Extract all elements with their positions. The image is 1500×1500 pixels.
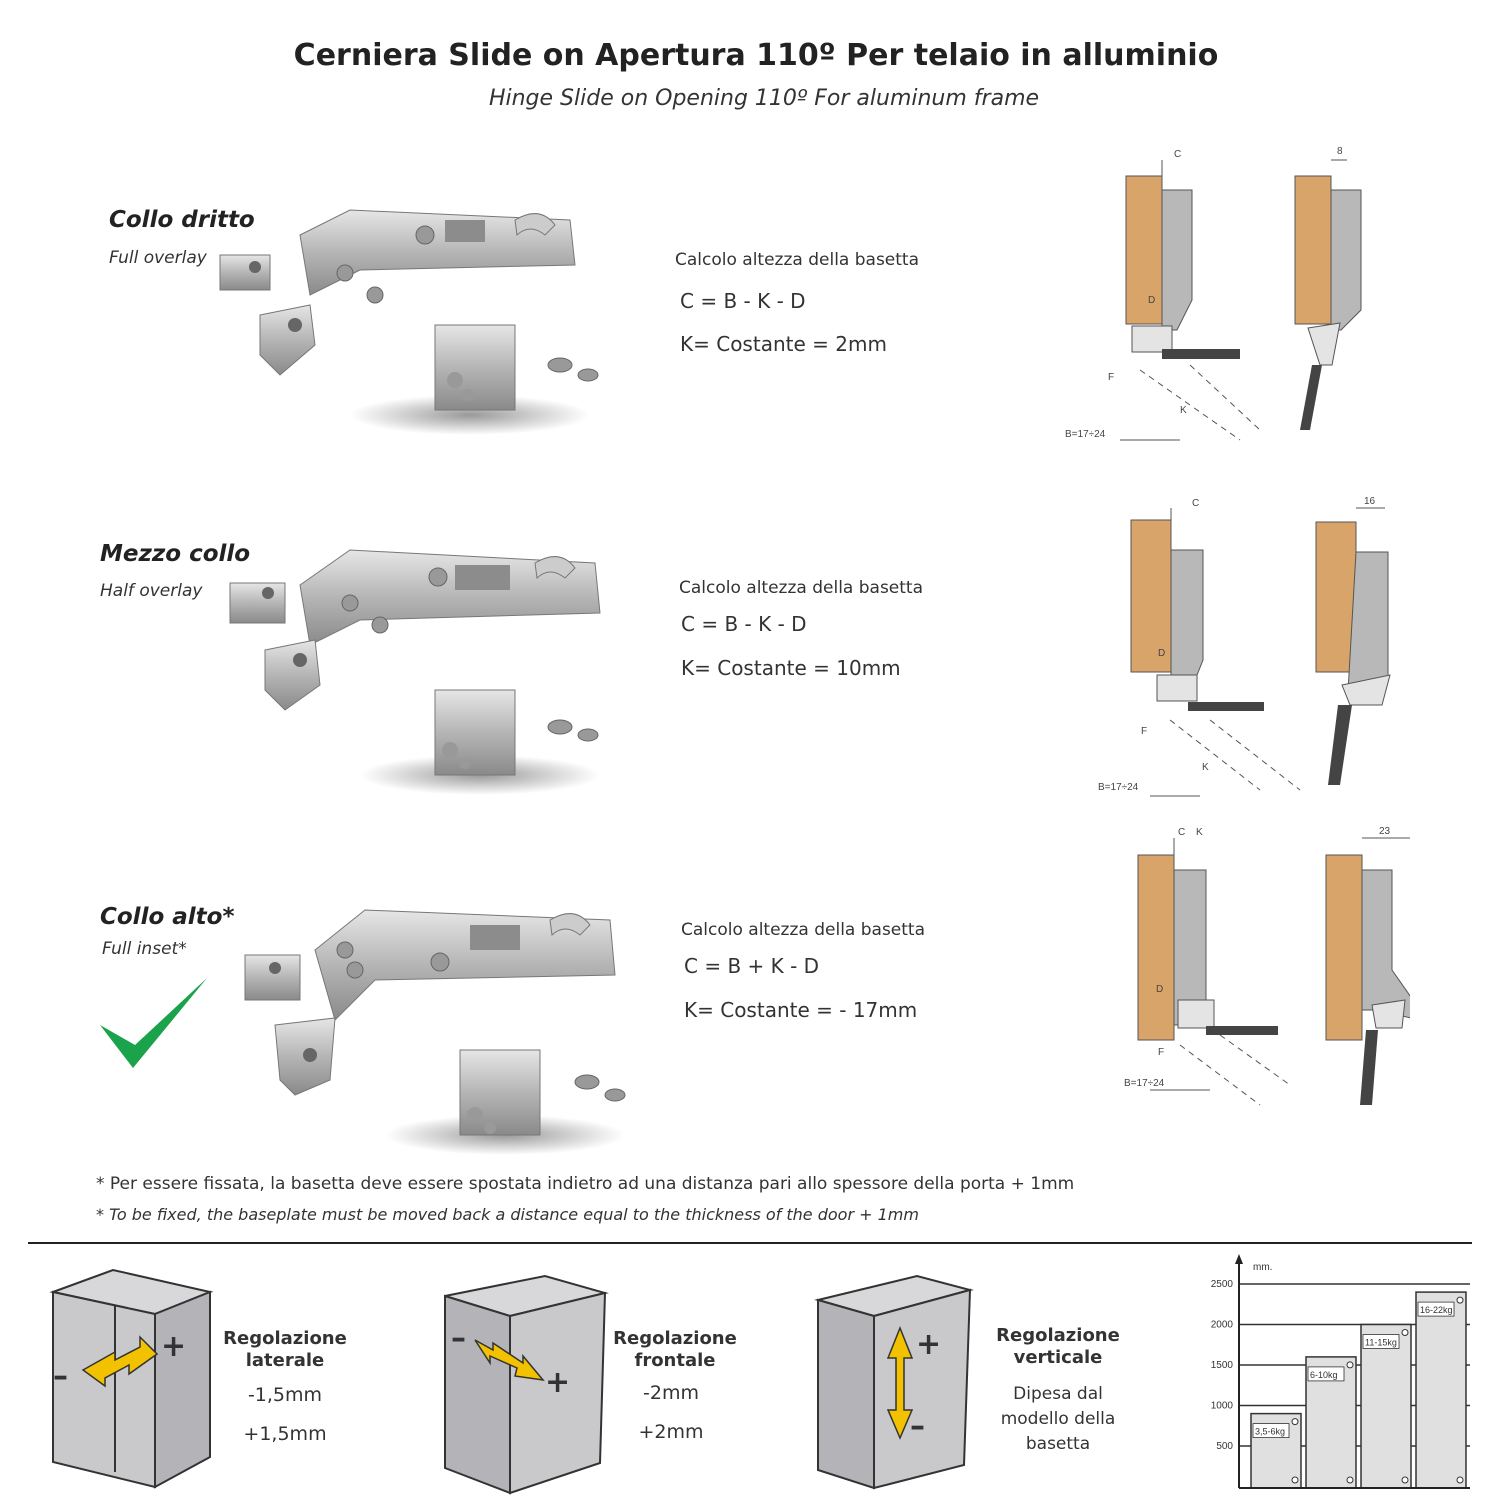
- minus-sign: –: [451, 1321, 466, 1356]
- dim-label-open: 16: [1364, 496, 1376, 507]
- check-icon: [100, 978, 207, 1068]
- bar-screw-hole: [1346, 1476, 1354, 1484]
- dim-label-f: F: [1108, 372, 1114, 383]
- y-tick-label: 2000: [1211, 1320, 1234, 1331]
- hinge-photo-1: [219, 209, 599, 435]
- dim-label-d: D: [1156, 984, 1163, 995]
- bar-label: 16-22kg: [1420, 1305, 1453, 1315]
- bar-screw-hole: [1456, 1476, 1464, 1484]
- plus-sign: +: [545, 1365, 570, 1400]
- section-divider: [28, 1242, 1472, 1244]
- page-title: Cerniera Slide on Apertura 110º Per tela…: [293, 38, 1219, 73]
- dim-label-f: F: [1158, 1047, 1164, 1058]
- y-tick-label: 1500: [1211, 1360, 1234, 1371]
- y-tick-label: 1000: [1211, 1401, 1234, 1412]
- bar-label: 3,5-6kg: [1255, 1427, 1285, 1437]
- adjustment-1-max: +1,5mm: [243, 1423, 327, 1445]
- bar-label-box: [1362, 1334, 1400, 1349]
- adjustment-2-max: +2mm: [638, 1421, 704, 1443]
- hinge-photo-2: [229, 549, 601, 795]
- technical-drawing-2: C D F K B=17÷24 16: [1098, 496, 1391, 797]
- section-1-constant: K= Costante = 2mm: [680, 332, 887, 356]
- minus-sign: –: [53, 1359, 68, 1394]
- minus-sign: –: [910, 1409, 925, 1444]
- dim-label-d: D: [1158, 648, 1165, 659]
- section-2-subtitle: Half overlay: [100, 581, 203, 601]
- dim-label-k: K: [1196, 827, 1203, 838]
- dim-label-k: K: [1180, 405, 1187, 416]
- door-weight-chart: 3,5-6kg 6-10kg 11-15kg 16-22kg mm. 2500 2000…: [1211, 1254, 1470, 1489]
- cabinet-vertical-icon: + –: [814, 1274, 974, 1490]
- section-3-constant: K= Costante = - 17mm: [684, 998, 918, 1022]
- technical-drawing-1: C D F K B=17÷24 8: [1065, 146, 1362, 441]
- bar-label: 6-10kg: [1310, 1370, 1338, 1380]
- bar-screw-hole: [1456, 1296, 1464, 1304]
- weight-bar: [1360, 1323, 1412, 1489]
- y-tick-label: 500: [1216, 1441, 1233, 1452]
- dim-label-b: B=17÷24: [1098, 782, 1139, 793]
- dim-label-b: B=17÷24: [1124, 1078, 1165, 1089]
- weight-bar: [1415, 1291, 1467, 1489]
- section-2-title: Mezzo collo: [100, 541, 251, 567]
- bar-screw-hole: [1346, 1361, 1354, 1369]
- page-subtitle: Hinge Slide on Opening 110º For aluminum…: [488, 86, 1040, 111]
- technical-drawing-3: C K D F B=17÷24 23: [1124, 826, 1410, 1106]
- cabinet-lateral-icon: + –: [49, 1268, 214, 1489]
- dim-label-c: C: [1192, 498, 1199, 509]
- section-1-formula: C = B - K - D: [680, 289, 806, 313]
- bar-label-box: [1417, 1301, 1455, 1317]
- section-2-constant: K= Costante = 10mm: [681, 656, 901, 680]
- dim-label-b: B=17÷24: [1065, 429, 1106, 440]
- dim-label-c: C: [1174, 149, 1181, 160]
- y-tick-label: 2500: [1211, 1279, 1234, 1290]
- dim-label-open: 8: [1337, 146, 1343, 157]
- section-3-title: Collo alto*: [100, 904, 235, 930]
- section-3-formula: C = B + K - D: [684, 954, 820, 978]
- section-2-calc-label: Calcolo altezza della basetta: [679, 578, 924, 598]
- plus-sign: +: [161, 1329, 186, 1364]
- dim-label-k: K: [1202, 762, 1209, 773]
- bar-label: 11-15kg: [1365, 1338, 1397, 1348]
- dim-label-d: D: [1148, 295, 1155, 306]
- bar-screw-hole: [1291, 1476, 1299, 1484]
- plus-sign: +: [916, 1327, 941, 1362]
- bar-screw-hole: [1401, 1329, 1409, 1336]
- dim-label-c: C: [1178, 827, 1185, 838]
- section-2-formula: C = B - K - D: [681, 612, 807, 636]
- footnote-italian: * Per essere fissata, la basetta deve es…: [96, 1174, 1075, 1194]
- footnote-english: * To be fixed, the baseplate must be mov…: [96, 1205, 919, 1224]
- cabinet-frontal-icon: – +: [444, 1274, 609, 1495]
- bar-label-box: [1307, 1366, 1345, 1382]
- bar-screw-hole: [1401, 1476, 1409, 1484]
- section-1-title: Collo dritto: [109, 207, 255, 233]
- bar-label-box: [1252, 1423, 1290, 1439]
- section-3-calc-label: Calcolo altezza della basetta: [681, 920, 926, 940]
- dim-label-f: F: [1141, 726, 1147, 737]
- bar-screw-hole: [1291, 1418, 1299, 1426]
- y-unit-label: mm.: [1253, 1262, 1272, 1273]
- dim-label-open: 23: [1379, 826, 1391, 837]
- adjustment-1-min: -1,5mm: [247, 1384, 323, 1406]
- hinge-photo-3: [244, 909, 626, 1155]
- adjustment-2-min: -2mm: [643, 1382, 699, 1404]
- section-1-subtitle: Full overlay: [109, 248, 207, 268]
- section-3-subtitle: Full inset*: [102, 939, 187, 959]
- section-1-calc-label: Calcolo altezza della basetta: [675, 250, 920, 270]
